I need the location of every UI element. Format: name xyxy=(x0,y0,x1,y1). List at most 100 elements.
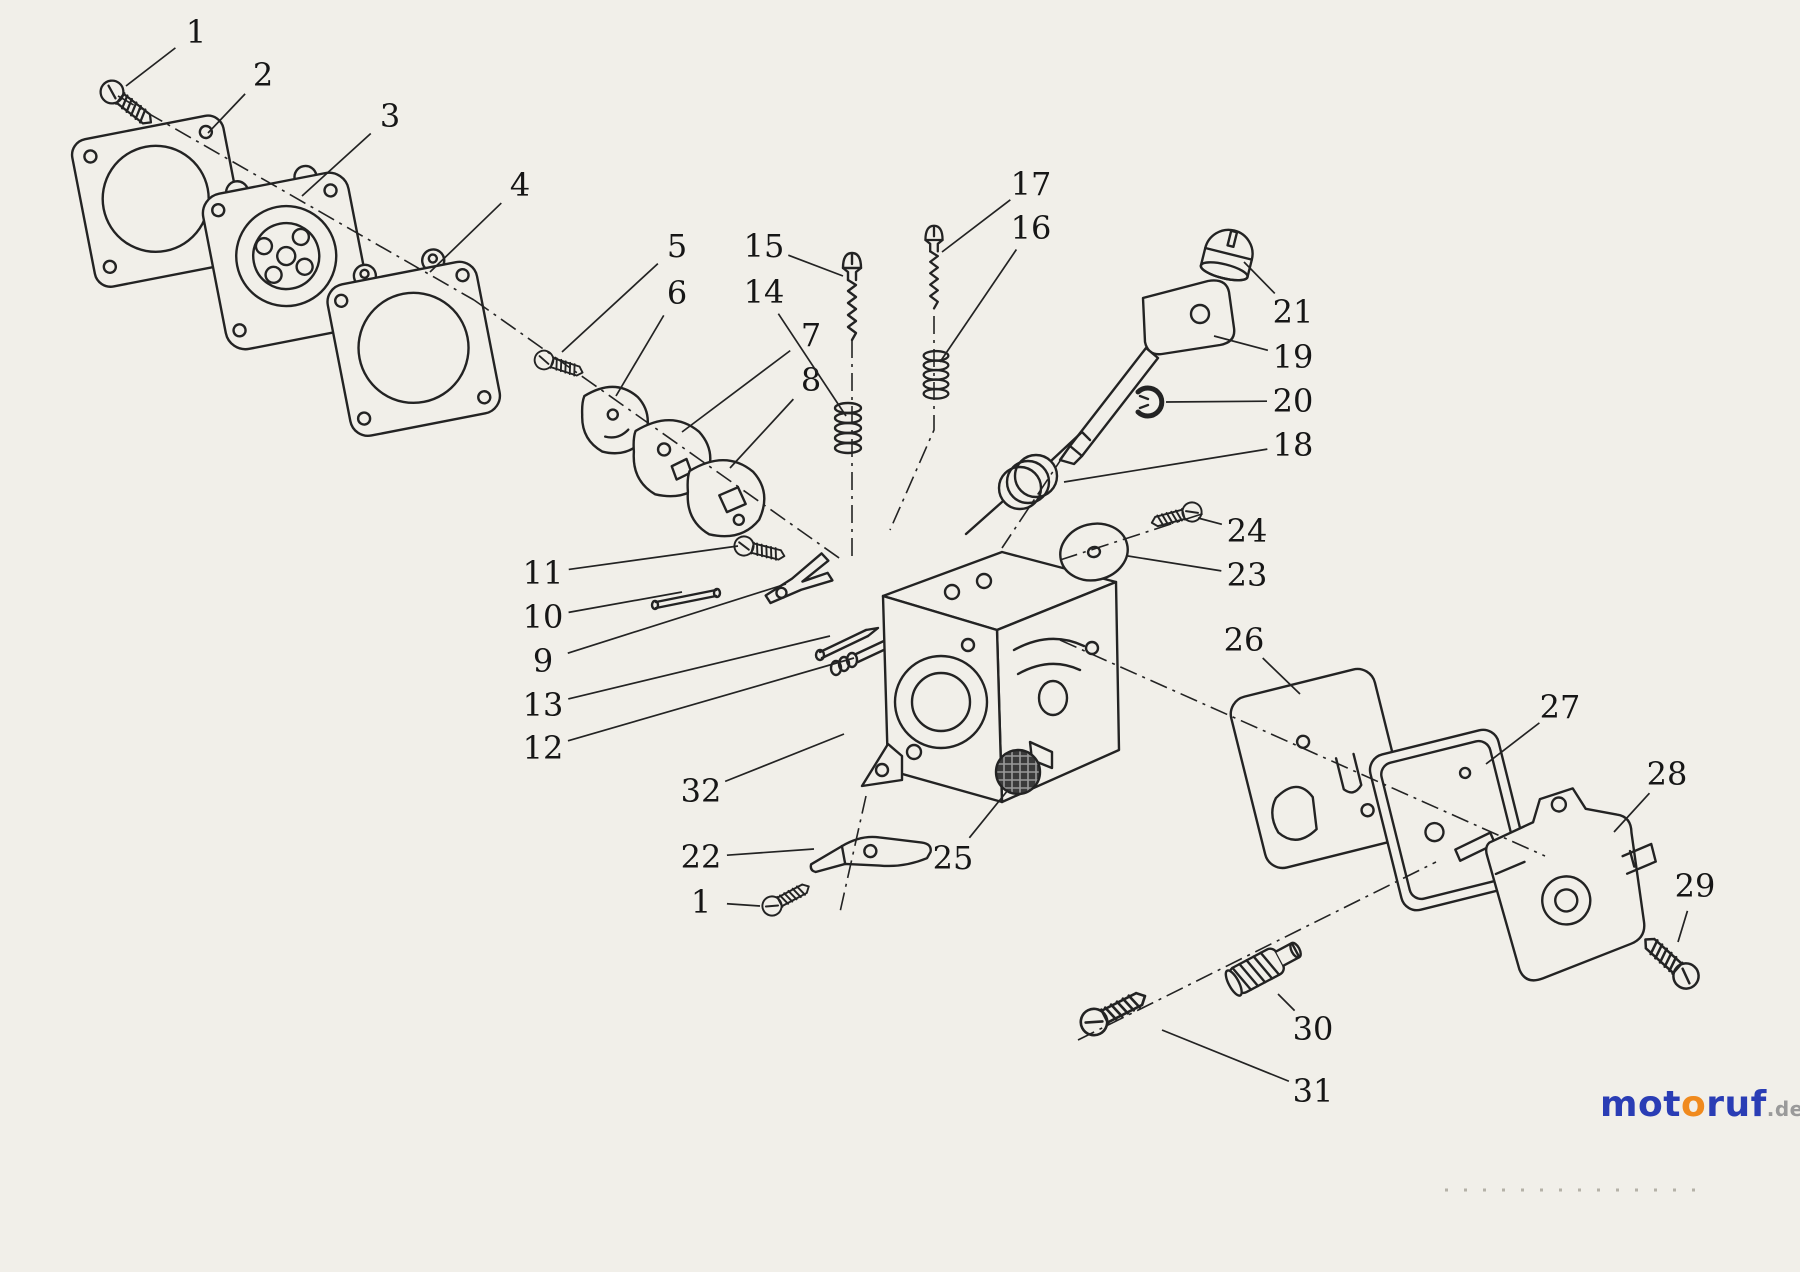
leader-line-13 xyxy=(568,635,831,700)
leader-line-3 xyxy=(301,132,372,197)
part-callout-5: 5 xyxy=(667,227,687,265)
carburetor-body-32 xyxy=(860,550,1121,804)
leader-line-6 xyxy=(615,314,665,397)
part-callout-23: 23 xyxy=(1227,556,1268,594)
part-callout-1: 1 xyxy=(186,13,206,51)
part-callout-28: 28 xyxy=(1647,755,1688,793)
part-callout-1: 1 xyxy=(691,883,711,921)
leader-line-9 xyxy=(567,583,787,654)
torsion-spring-18 xyxy=(964,430,1092,536)
leader-line-28 xyxy=(1613,792,1651,833)
friction-plate-6 xyxy=(580,385,649,455)
part-callout-20: 20 xyxy=(1273,382,1314,420)
part-callout-29: 29 xyxy=(1675,867,1716,905)
leader-line-19 xyxy=(1213,335,1269,352)
leader-line-5 xyxy=(561,262,659,353)
part-callout-19: 19 xyxy=(1273,338,1314,376)
pump-gasket-26 xyxy=(1229,667,1411,870)
part-callout-24: 24 xyxy=(1227,512,1268,550)
cap-21 xyxy=(1199,228,1254,282)
leader-line-32 xyxy=(724,733,845,783)
leader-line-24 xyxy=(1197,517,1223,526)
check-valve-30 xyxy=(1224,941,1302,997)
watermark-text-ruf: ruf xyxy=(1706,1084,1767,1125)
part-callout-2: 2 xyxy=(253,56,273,94)
leader-line-2 xyxy=(207,93,246,134)
leader-line-11 xyxy=(568,545,739,571)
adjust-screw-17 xyxy=(924,224,944,310)
part-callout-31: 31 xyxy=(1293,1072,1334,1110)
needle-13 xyxy=(814,626,880,662)
watermark-text-mot: mot xyxy=(1600,1084,1681,1125)
leader-line-10 xyxy=(568,591,683,614)
part-callout-15: 15 xyxy=(744,227,785,265)
exploded-view-artwork xyxy=(70,74,1706,1192)
part-callout-6: 6 xyxy=(667,274,687,312)
leader-line-4 xyxy=(429,202,502,273)
screw-11 xyxy=(731,533,788,567)
leader-line-7 xyxy=(681,349,791,433)
pump-cover-28 xyxy=(1484,787,1657,982)
leader-line-30 xyxy=(1277,993,1296,1012)
spring-14 xyxy=(833,401,863,455)
watermark-domain-suffix: .de xyxy=(1766,1097,1800,1121)
screw-5 xyxy=(531,347,587,383)
part-callout-16: 16 xyxy=(1011,209,1052,247)
part-callout-25: 25 xyxy=(933,839,974,877)
part-callout-12: 12 xyxy=(523,729,564,767)
watermark-logo: motoruf.de xyxy=(1600,1084,1800,1125)
inlet-screen-25 xyxy=(994,748,1042,796)
watermark-text-o: o xyxy=(1680,1084,1707,1125)
part-callout-22: 22 xyxy=(681,838,722,876)
throttle-lever-19 xyxy=(1058,279,1236,466)
part-callout-3: 3 xyxy=(380,97,400,135)
part-callout-9: 9 xyxy=(533,642,553,680)
part-callout-32: 32 xyxy=(681,772,722,810)
part-callout-18: 18 xyxy=(1273,426,1314,464)
leader-line-22 xyxy=(726,848,815,857)
screw-1-bottom xyxy=(758,877,815,920)
leader-line-27 xyxy=(1485,722,1540,765)
leader-line-8 xyxy=(729,398,795,469)
leader-line-14 xyxy=(777,313,847,417)
leader-line-18 xyxy=(1063,448,1268,483)
part-callout-7: 7 xyxy=(801,316,821,354)
part-callout-27: 27 xyxy=(1540,688,1581,726)
screw-31 xyxy=(1074,982,1153,1042)
leader-line-25 xyxy=(968,789,1009,839)
leader-line-29 xyxy=(1677,910,1689,943)
throttle-plate-22 xyxy=(809,835,932,874)
pin-10 xyxy=(650,587,722,611)
leader-line-1 xyxy=(726,902,761,907)
part-callout-13: 13 xyxy=(523,686,564,724)
part-callout-8: 8 xyxy=(801,361,821,399)
screw-29 xyxy=(1635,928,1706,996)
leader-line-20 xyxy=(1165,400,1268,403)
leader-line-26 xyxy=(1262,657,1301,695)
part-callout-4: 4 xyxy=(510,166,530,204)
spring-16 xyxy=(922,349,950,400)
adjust-screw-15 xyxy=(841,251,863,342)
leader-line-31 xyxy=(1161,1029,1290,1083)
centerlines xyxy=(117,95,1546,1041)
part-callout-30: 30 xyxy=(1293,1010,1334,1048)
part-callout-10: 10 xyxy=(523,598,564,636)
friction-plate-8 xyxy=(686,459,766,538)
leader-line-17 xyxy=(941,199,1011,253)
part-callout-17: 17 xyxy=(1011,165,1052,203)
leader-line-12 xyxy=(567,657,855,742)
metering-lever-9 xyxy=(764,552,834,605)
leader-line-1 xyxy=(125,47,176,87)
leader-line-23 xyxy=(1127,555,1222,572)
leader-line-16 xyxy=(939,249,1018,363)
part-callout-11: 11 xyxy=(523,554,564,592)
part-callout-21: 21 xyxy=(1273,293,1314,331)
part-callout-26: 26 xyxy=(1224,621,1265,659)
callout-layer: 1234567815141716211920182423262728293031… xyxy=(125,13,1716,1110)
leader-line-21 xyxy=(1243,261,1276,295)
gasket-4 xyxy=(326,248,502,438)
e-clip-20 xyxy=(1135,385,1165,419)
leader-line-15 xyxy=(788,254,844,277)
